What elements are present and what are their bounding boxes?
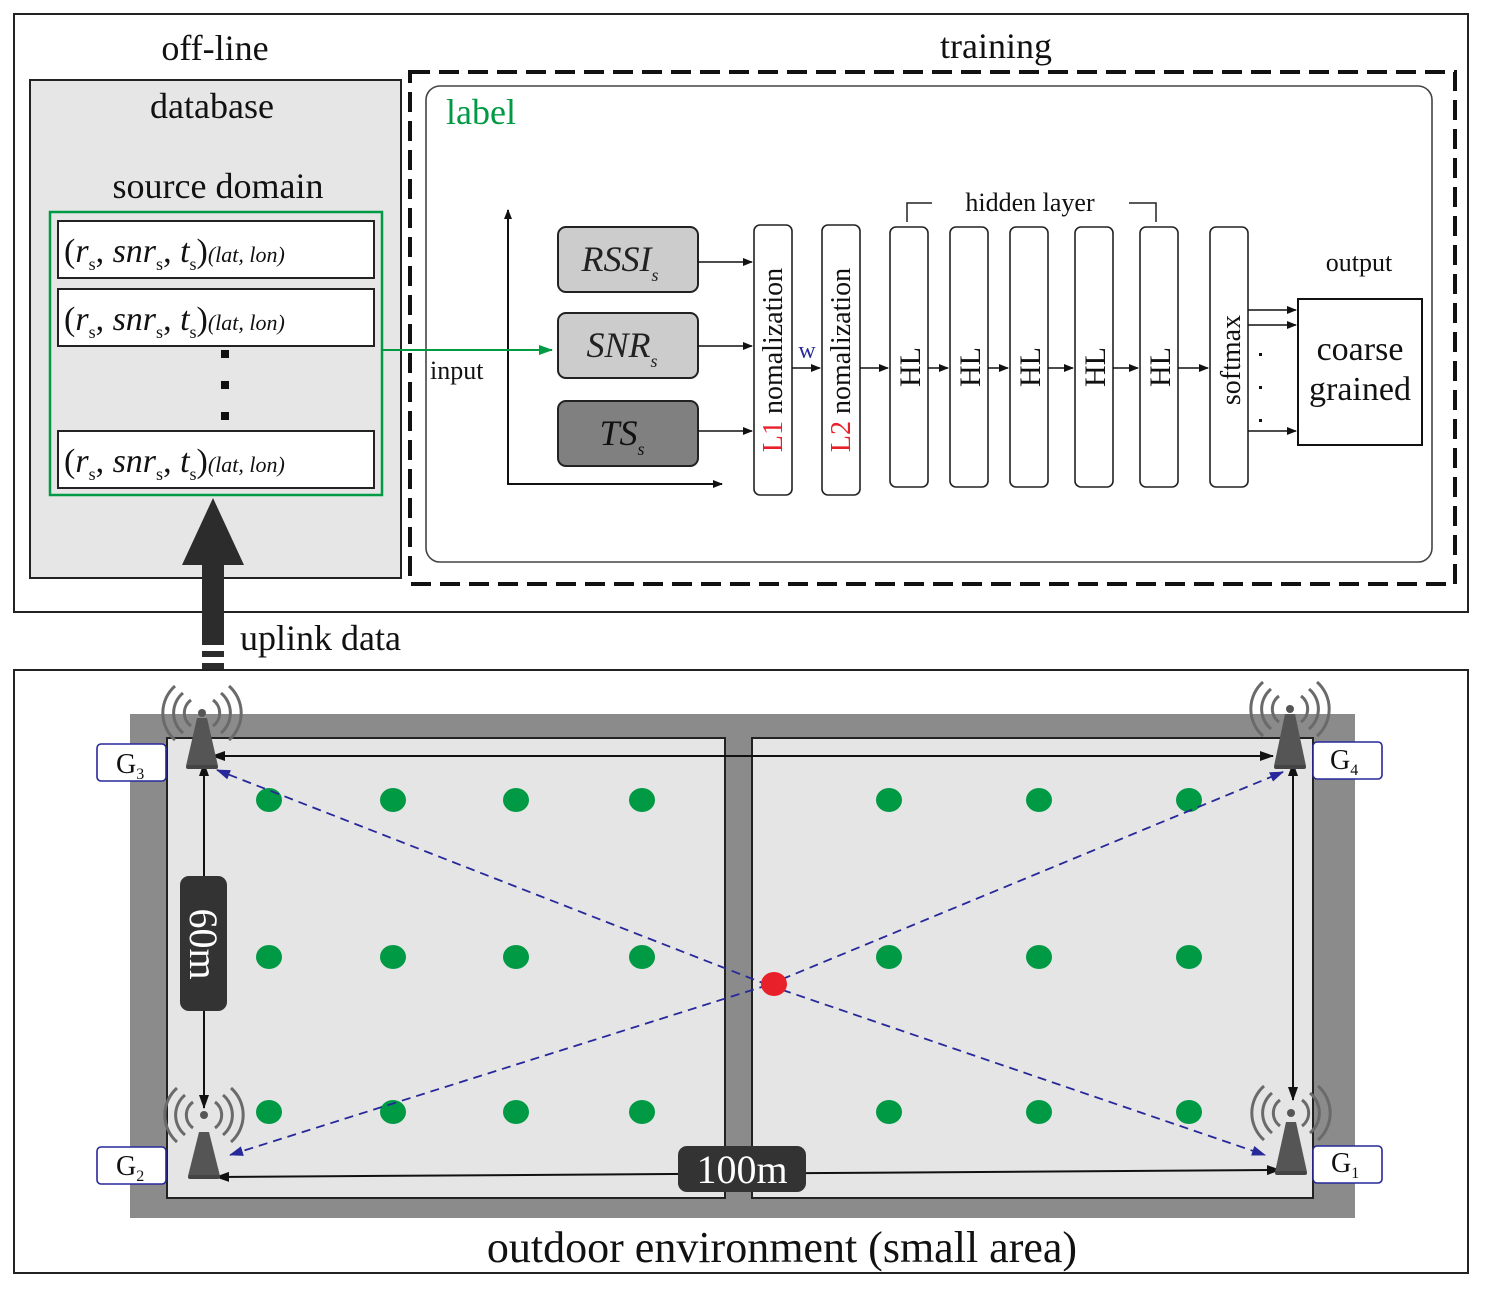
hidden-unit: HL xyxy=(1009,226,1049,488)
link-g2 xyxy=(229,984,769,1156)
sample-point xyxy=(1176,1100,1202,1124)
environment-caption: outdoor environment (small area) xyxy=(487,1223,1077,1272)
svg-text:G3: G3 xyxy=(116,749,144,783)
sample-point xyxy=(1176,945,1202,969)
softmax-label: softmax xyxy=(1216,315,1247,405)
height-badge xyxy=(180,876,227,1011)
sample-point xyxy=(380,788,406,812)
record-list: (rs, snrs, ts)(lat, lon) (rs, snrs, ts)(… xyxy=(57,220,375,489)
svg-text:G1: G1 xyxy=(1331,1148,1359,1182)
sample-points xyxy=(256,788,1202,1124)
hidden-units: HL HL HL HL HL xyxy=(889,226,1179,488)
svg-text:HL: HL xyxy=(1144,347,1177,387)
svg-text:(rs, snrs, ts)(lat, lon): (rs, snrs, ts)(lat, lon) xyxy=(64,301,285,342)
width-label: 100m xyxy=(696,1147,787,1192)
svg-text:HL: HL xyxy=(1079,347,1112,387)
output-box xyxy=(1297,298,1423,446)
hidden-unit: HL xyxy=(949,226,989,488)
output-line-2: grained xyxy=(1309,371,1411,408)
target-node xyxy=(761,972,787,996)
feature-snr: SNRs xyxy=(557,312,699,379)
antenna-g4 xyxy=(1249,680,1331,769)
sample-point xyxy=(503,945,529,969)
width-badge xyxy=(678,1146,806,1192)
gateway-label-g4: G4 xyxy=(1312,741,1383,780)
database-label: database xyxy=(150,86,274,126)
l2-label: L2 nomalization xyxy=(826,268,857,452)
offline-title: off-line xyxy=(161,28,268,68)
feature-list: RSSIs SNRs TSs xyxy=(557,226,699,467)
softmax-layer xyxy=(1209,226,1249,488)
output-label: output xyxy=(1326,248,1393,277)
output-arrows xyxy=(1248,306,1297,435)
svg-text:HL: HL xyxy=(1014,347,1047,387)
sample-point xyxy=(256,1100,282,1124)
l1-normalization-layer xyxy=(753,224,793,496)
sample-point xyxy=(629,788,655,812)
sample-point xyxy=(1026,945,1052,969)
gateway-label-g3: G3 xyxy=(96,743,167,783)
svg-text:RSSIs: RSSIs xyxy=(581,239,659,285)
label-text: label xyxy=(446,92,516,132)
sample-point xyxy=(380,1100,406,1124)
sample-point xyxy=(503,1100,529,1124)
l1-label: L1 nomalization xyxy=(758,268,789,452)
svg-text:HL: HL xyxy=(954,347,987,387)
gateway-label-g2: G2 xyxy=(96,1146,167,1185)
hidden-unit: HL xyxy=(889,226,929,488)
svg-text:G2: G2 xyxy=(116,1151,144,1185)
hidden-bracket-left xyxy=(906,202,932,222)
svg-text:(rs, snrs, ts)(lat, lon): (rs, snrs, ts)(lat, lon) xyxy=(64,443,285,484)
training-title: training xyxy=(940,26,1052,66)
record-row: (rs, snrs, ts)(lat, lon) xyxy=(57,288,375,347)
link-g3 xyxy=(216,769,769,986)
gateway-label-g1: G1 xyxy=(1312,1145,1383,1184)
height-label: 60m xyxy=(181,908,226,979)
source-domain-group xyxy=(48,210,384,497)
sample-point xyxy=(876,945,902,969)
hidden-bracket-right xyxy=(1129,202,1157,222)
l2-normalization-layer xyxy=(821,224,861,496)
weight-label: w xyxy=(798,338,816,364)
feature-rssi: RSSIs xyxy=(557,226,699,293)
sample-point xyxy=(629,1100,655,1124)
antenna-g1 xyxy=(1250,1084,1332,1175)
svg-text:SNRs: SNRs xyxy=(586,325,657,371)
hidden-layer-label: hidden layer xyxy=(965,188,1095,217)
svg-text:(rs, snrs, ts)(lat, lon): (rs, snrs, ts)(lat, lon) xyxy=(64,233,285,274)
sample-point xyxy=(1026,1100,1052,1124)
sample-point xyxy=(256,788,282,812)
source-domain-label: source domain xyxy=(113,166,324,206)
svg-text:G4: G4 xyxy=(1330,745,1358,779)
antenna-g3 xyxy=(161,684,243,769)
training-frame xyxy=(408,70,1457,586)
uplink-label: uplink data xyxy=(240,618,401,658)
feature-ts: TSs xyxy=(557,400,699,467)
sample-point xyxy=(1026,788,1052,812)
field-left xyxy=(166,737,726,1199)
antenna-g2 xyxy=(163,1086,245,1179)
svg-text:HL: HL xyxy=(894,347,927,387)
sample-point xyxy=(380,945,406,969)
sample-point xyxy=(1176,788,1202,812)
sample-point xyxy=(629,945,655,969)
input-label: input xyxy=(430,356,484,385)
link-g4 xyxy=(767,771,1284,986)
gateway-links xyxy=(216,769,1284,1156)
output-line-1: coarse xyxy=(1317,331,1404,368)
svg-text:TSs: TSs xyxy=(599,413,644,459)
sample-point xyxy=(256,945,282,969)
record-row: (rs, snrs, ts)(lat, lon) xyxy=(57,220,375,279)
gateway-labels: G3 G4 G2 G1 xyxy=(96,741,1383,1185)
sample-point xyxy=(876,1100,902,1124)
sample-point xyxy=(876,788,902,812)
hidden-unit: HL xyxy=(1139,226,1179,488)
hidden-unit: HL xyxy=(1074,226,1114,488)
record-row: (rs, snrs, ts)(lat, lon) xyxy=(57,430,375,489)
sample-point xyxy=(503,788,529,812)
record-ellipsis xyxy=(221,350,229,420)
link-g1 xyxy=(767,984,1266,1156)
